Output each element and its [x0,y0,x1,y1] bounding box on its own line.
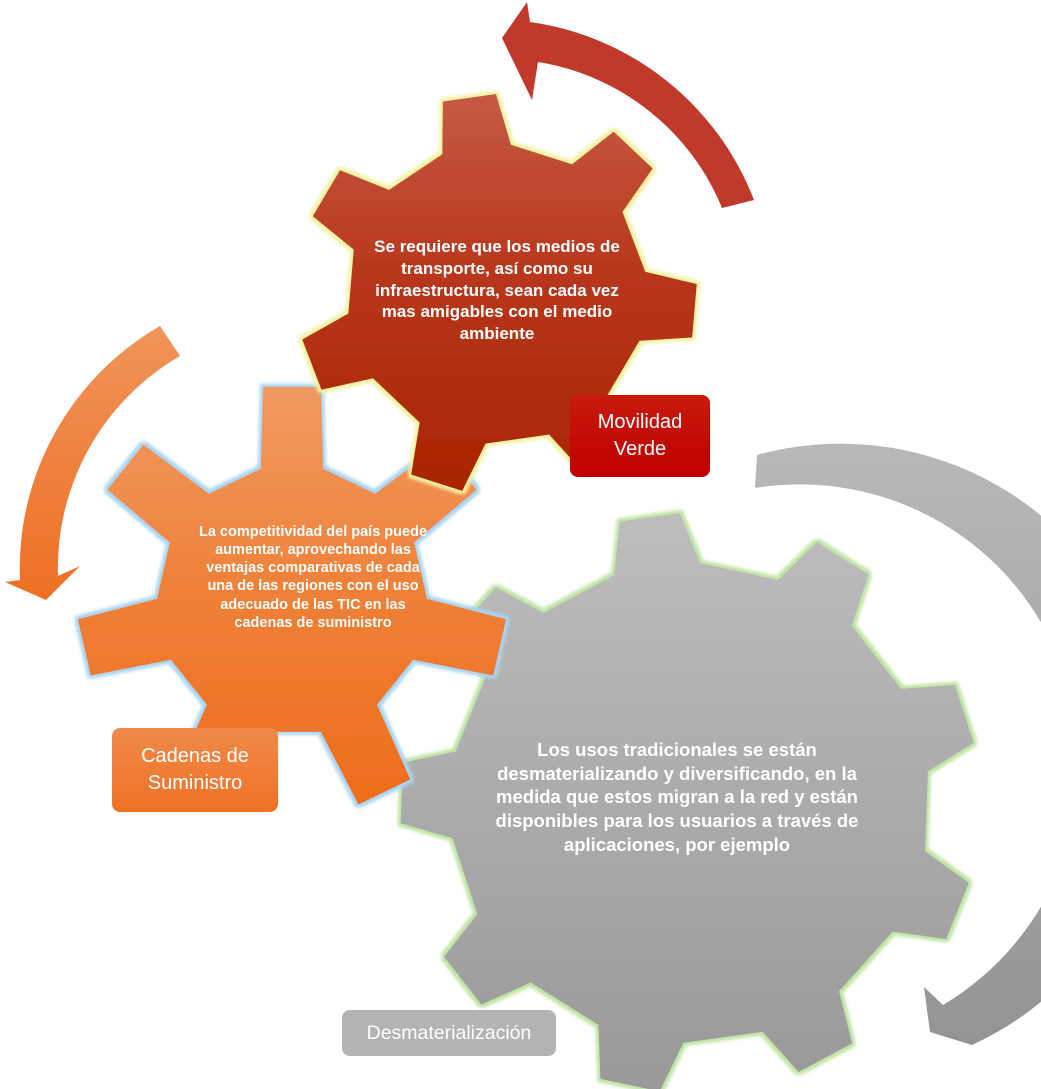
gear-movilidad-verde [302,94,697,491]
arrow-orange [5,326,180,600]
arrow-gray [755,443,1041,1045]
label-cadenas-de-suministro: Cadenas de Suministro [112,728,278,812]
arrow-red [502,2,754,208]
gear-desmaterializacion [400,513,974,1089]
label-movilidad-verde: Movilidad Verde [570,395,710,477]
gear-cadenas-de-suministro [77,386,507,805]
label-desmaterializacion: Desmaterialización [342,1010,556,1056]
gear-text-desmaterializacion: Los usos tradicionales se están desmater… [495,739,859,855]
gear-text-movilidad-verde: Se requiere que los medios de transporte… [374,237,620,343]
gear-text-cadenas-de-suministro: La competitividad del país puede aumenta… [198,524,428,631]
